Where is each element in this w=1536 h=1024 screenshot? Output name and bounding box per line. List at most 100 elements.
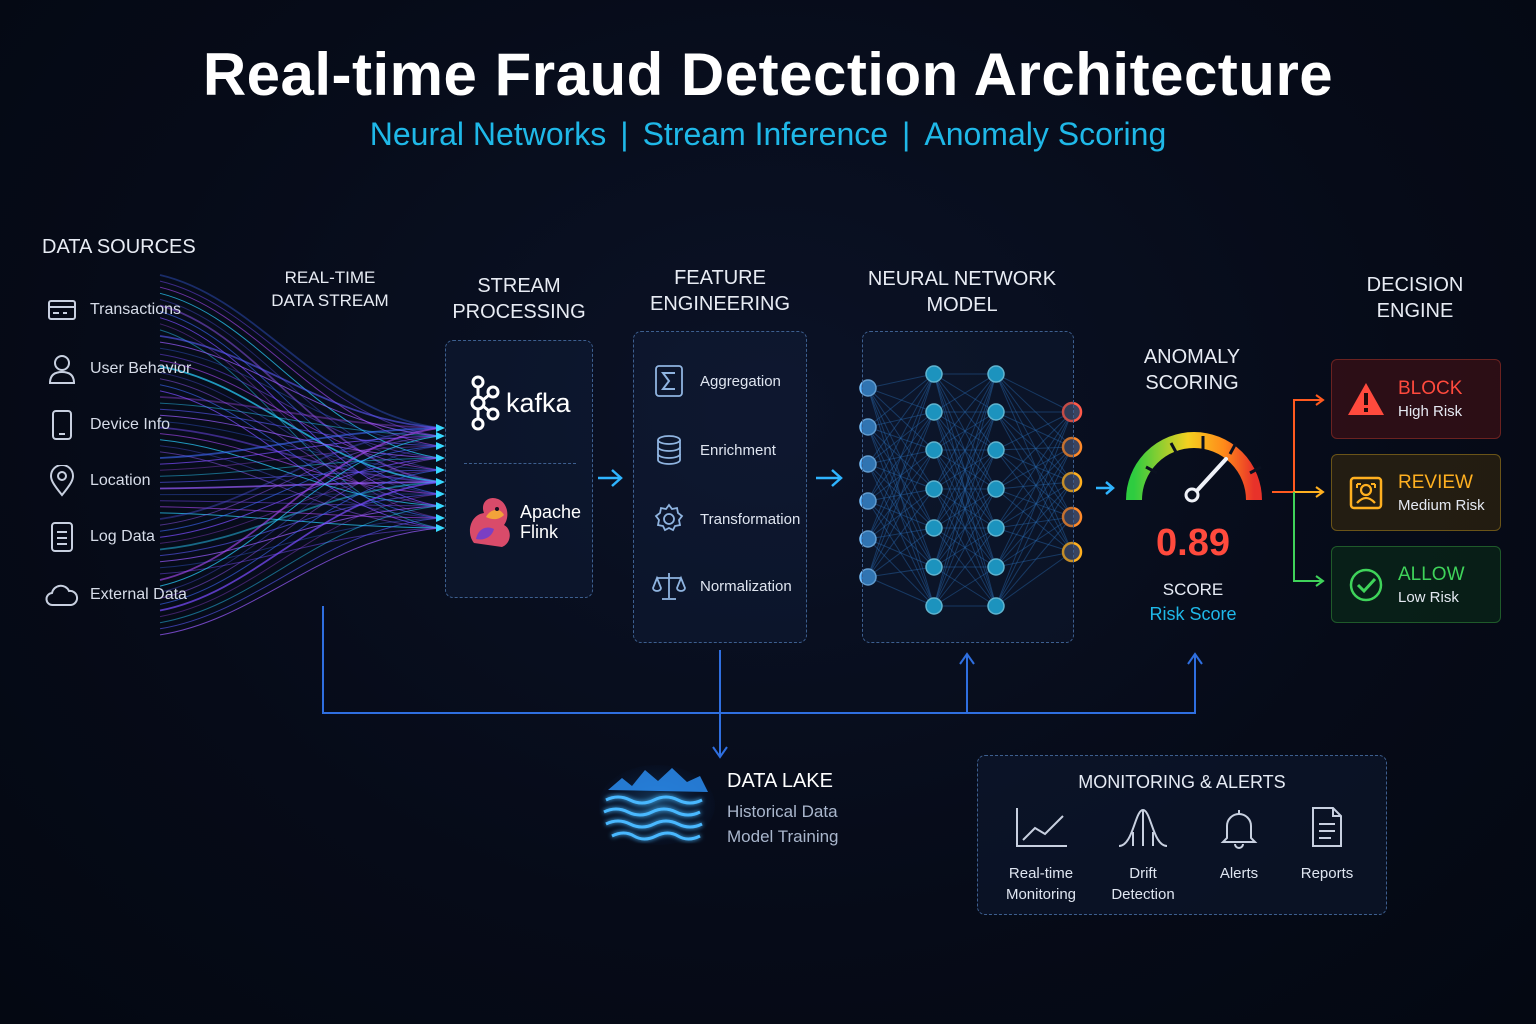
nn-node (987, 480, 1005, 498)
nn-node (925, 403, 943, 421)
stream-arrowheads (436, 424, 445, 532)
nn-edge (995, 449, 1073, 483)
neural-network-graph (859, 365, 1083, 615)
source-label: External Data (90, 586, 187, 603)
stream-line (159, 353, 441, 459)
decision-allow-card: ALLOW Low Risk (1331, 546, 1501, 623)
subtitle-stream-inference: Stream Inference (642, 116, 889, 152)
source-label: Transactions (90, 301, 181, 318)
nn-edge (995, 411, 1073, 490)
nn-edge (995, 446, 1073, 529)
source-item: Location (44, 463, 151, 499)
report-icon (1312, 807, 1342, 847)
nn-edge (867, 373, 935, 465)
decision-engine-heading-line1: DECISION (1366, 274, 1464, 296)
source-item: Log Data (44, 519, 155, 555)
nn-edge (867, 500, 935, 568)
nn-edge (867, 387, 935, 413)
nn-edge (867, 373, 935, 389)
nn-edge (933, 411, 997, 568)
decision-engine-heading: DECISION ENGINE (1340, 272, 1490, 324)
nn-edge (995, 481, 1073, 529)
nn-edge (867, 463, 935, 490)
nn-edge (933, 373, 997, 529)
stream-line (159, 365, 441, 483)
flink-logo: Apache Flink (464, 493, 581, 551)
nn-node (987, 558, 1005, 576)
stream-line (159, 493, 441, 618)
stream-arrowhead (436, 524, 445, 532)
nn-edge (933, 373, 997, 413)
stream-line (159, 457, 441, 599)
stream-line (159, 402, 441, 437)
anomaly-scoring-heading-line1: ANOMALY (1143, 346, 1241, 368)
nn-edge (867, 411, 935, 578)
nn-edge (867, 576, 935, 607)
stream-line (159, 427, 441, 581)
source-label: Location (90, 472, 151, 489)
decision-block-title: BLOCK (1398, 378, 1463, 399)
nn-edge (995, 446, 1073, 451)
monitoring-label-line1: Drift (1129, 865, 1157, 882)
nn-edge (867, 411, 935, 428)
stream-line (159, 396, 441, 429)
nn-edge (867, 527, 935, 578)
nn-node (925, 441, 943, 459)
nn-node (925, 597, 943, 615)
monitoring-label-line1: Alerts (1219, 865, 1259, 882)
neural-network-heading-line2: MODEL (926, 294, 998, 316)
credit-card-icon (44, 292, 80, 328)
nn-edge (995, 449, 1073, 553)
neural-network-heading: NEURAL NETWORK MODEL (862, 266, 1062, 318)
nn-edge (933, 373, 997, 568)
decision-review-card: REVIEW Medium Risk (1331, 454, 1501, 531)
stream-line (159, 384, 441, 519)
stream-line (159, 427, 441, 459)
data-lake-title: DATA LAKE (727, 770, 833, 792)
nn-edge (995, 446, 1073, 490)
nn-edge (933, 373, 997, 607)
document-icon (44, 519, 80, 555)
stream-arrowhead (436, 442, 445, 450)
nn-edge (995, 481, 1073, 568)
nn-edge (933, 488, 997, 529)
source-label: User Behavior (90, 360, 192, 377)
monitoring-item: Reports (1272, 806, 1382, 884)
kafka-label: kafka (506, 387, 571, 418)
nn-node (1061, 436, 1083, 458)
stream-line (159, 505, 441, 624)
nn-edge (995, 481, 1073, 607)
review-icon (1346, 473, 1386, 513)
stream-line (159, 427, 441, 520)
flink-squirrel-icon (469, 497, 510, 547)
nn-edge (867, 426, 935, 607)
nn-edge (867, 426, 935, 451)
nn-edge (933, 373, 997, 451)
subtitle-neural-networks: Neural Networks (369, 116, 607, 152)
monitoring-heading: MONITORING & ALERTS (1078, 772, 1286, 792)
stream-line (159, 408, 441, 447)
flink-label-line2: Flink (520, 522, 559, 542)
stream-arrowhead (436, 514, 445, 522)
feature-label: Normalization (700, 577, 792, 595)
nn-node (925, 519, 943, 537)
nn-edge (995, 411, 1073, 568)
nn-edge (995, 488, 1073, 518)
stream-line (159, 435, 441, 526)
stream-line (159, 469, 441, 544)
subtitle-anomaly-scoring: Anomaly Scoring (924, 116, 1167, 152)
nn-edge (995, 411, 1073, 518)
nn-edge (995, 551, 1073, 607)
nn-edge (867, 373, 935, 502)
data-stream-heading-line1: REAL-TIME (284, 268, 376, 287)
nn-edge (933, 488, 997, 568)
stream-line (159, 469, 441, 483)
nn-edge (933, 449, 997, 490)
stream-arrowhead (436, 478, 445, 486)
data-lake-graphic (599, 765, 715, 845)
feature-item: Normalization (652, 566, 802, 606)
nn-edge (867, 426, 935, 529)
data-lake-connectors (322, 606, 1203, 759)
nn-edge (933, 449, 997, 529)
